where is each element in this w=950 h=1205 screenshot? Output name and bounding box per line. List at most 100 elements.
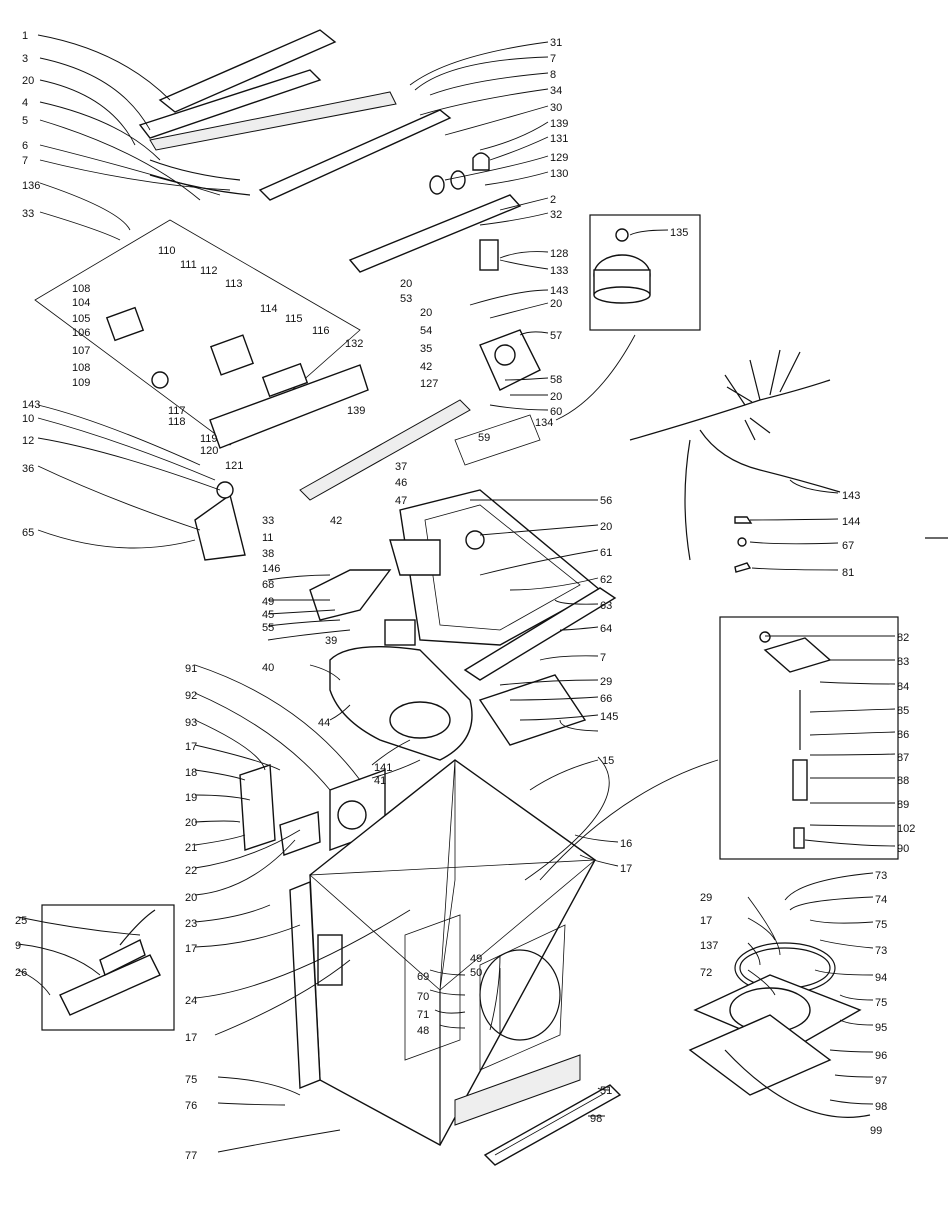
callout-label: 7 — [22, 155, 28, 167]
callout-label: 67 — [842, 540, 854, 552]
callout-label: 2 — [550, 194, 556, 206]
callout-label: 112 — [200, 265, 218, 277]
callout-label: 4 — [22, 97, 28, 109]
callout-label: 143 — [550, 285, 568, 297]
callout-label: 42 — [330, 515, 342, 527]
callout-label: 69 — [417, 971, 429, 983]
callout-label: 84 — [897, 681, 909, 693]
callout-label: 120 — [200, 445, 218, 457]
callout-label: 46 — [395, 477, 407, 489]
callout-label: 104 — [72, 297, 90, 309]
callout-label: 111 — [180, 259, 197, 271]
callout-label: 127 — [420, 378, 438, 390]
callout-label: 49 — [470, 953, 482, 965]
callout-label: 15 — [602, 755, 614, 767]
callout-label: 116 — [312, 325, 330, 337]
callout-label: 108 — [72, 283, 90, 295]
callout-label: 96 — [875, 1050, 887, 1062]
callout-label: 135 — [670, 227, 688, 239]
callout-label: 30 — [550, 102, 562, 114]
washer-cabinet — [309, 759, 597, 1146]
callout-label: 7 — [600, 652, 606, 664]
callout-label: 129 — [550, 152, 568, 164]
callout-label: 131 — [550, 133, 568, 145]
callout-label: 88 — [897, 775, 909, 787]
callout-label: 137 — [700, 940, 718, 952]
callout-label: 132 — [345, 338, 363, 350]
callout-label: 64 — [600, 623, 612, 635]
callout-label: 118 — [168, 416, 186, 428]
callout-label: 139 — [347, 405, 365, 417]
callout-label: 106 — [72, 327, 90, 339]
callout-label: 143 — [22, 399, 40, 411]
callout-label: 10 — [22, 413, 34, 425]
callout-label: 76 — [185, 1100, 197, 1112]
callout-label: 128 — [550, 248, 568, 260]
callout-label: 38 — [262, 548, 274, 560]
callout-label: 20 — [420, 307, 432, 319]
callout-label: 83 — [897, 656, 909, 668]
callout-label: 117 — [168, 405, 186, 417]
callout-label: 47 — [395, 495, 407, 507]
callout-label: 16 — [620, 838, 632, 850]
leader-lines — [17, 34, 896, 1153]
callout-label: 25 — [15, 915, 27, 927]
callout-label: 95 — [875, 1022, 887, 1034]
callout-label: 102 — [897, 823, 915, 835]
callout-label: 29 — [700, 892, 712, 904]
callout-label: 146 — [262, 563, 280, 575]
callout-label: 57 — [550, 330, 562, 342]
callout-label: 58 — [550, 374, 562, 386]
callout-label: 87 — [897, 752, 909, 764]
transmission-assembly — [688, 942, 871, 1118]
callout-label: 119 — [200, 433, 218, 445]
callout-label: 20 — [185, 817, 197, 829]
callout-label: 110 — [158, 245, 176, 257]
callout-label: 73 — [875, 945, 887, 957]
callout-label: 61 — [600, 547, 612, 559]
callout-label: 105 — [72, 313, 90, 325]
callout-label: 17 — [620, 863, 632, 875]
callout-label: 7 — [550, 53, 556, 65]
callout-label: 70 — [417, 991, 429, 1003]
callout-label: 29 — [600, 676, 612, 688]
callout-label: 8 — [550, 69, 556, 81]
callout-label: 20 — [400, 278, 412, 290]
callout-label: 63 — [600, 600, 612, 612]
callout-label: 55 — [262, 622, 274, 634]
callout-label: 60 — [550, 406, 562, 418]
callout-label: 17 — [185, 1032, 197, 1044]
callout-label: 42 — [420, 361, 432, 373]
callout-label: 134 — [535, 417, 553, 429]
callout-label: 17 — [185, 943, 197, 955]
callout-label: 89 — [897, 799, 909, 811]
callout-label: 50 — [470, 967, 482, 979]
callout-label: 107 — [72, 345, 90, 357]
callout-label: 133 — [550, 265, 568, 277]
callout-label: 20 — [185, 892, 197, 904]
callout-label: 31 — [550, 37, 562, 49]
callout-label: 94 — [875, 972, 887, 984]
callout-label: 20 — [22, 75, 34, 87]
callout-label: 37 — [395, 461, 407, 473]
callout-label: 48 — [417, 1025, 429, 1037]
callout-label: 108 — [72, 362, 90, 374]
motor-inset-box — [589, 214, 701, 331]
callout-label: 109 — [72, 377, 90, 389]
callout-label: 144 — [842, 516, 860, 528]
callout-label: 5 — [22, 115, 28, 127]
water-valve — [454, 329, 541, 466]
thermostat-inset-box — [719, 616, 899, 860]
callout-label: 98 — [590, 1113, 602, 1125]
callout-label: 139 — [550, 118, 568, 130]
callout-label: 72 — [700, 967, 712, 979]
callout-label: 91 — [185, 663, 197, 675]
callout-label: 33 — [22, 208, 34, 220]
callout-label: 12 — [22, 435, 34, 447]
callout-label: 21 — [185, 842, 197, 854]
callout-label: 3 — [22, 53, 28, 65]
callout-label: 75 — [875, 997, 887, 1009]
callout-label: 65 — [22, 527, 34, 539]
console-cover — [138, 29, 452, 201]
